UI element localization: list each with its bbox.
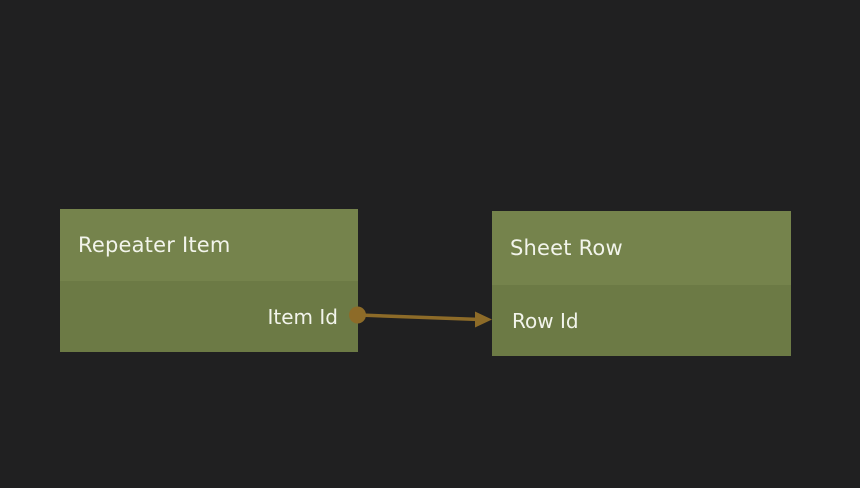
connection-arrowhead-icon (475, 311, 492, 328)
output-port-dot[interactable] (349, 306, 366, 324)
field-label: Row Id (512, 308, 579, 333)
connection-line[interactable] (358, 313, 481, 322)
node-repeater-item[interactable]: Repeater Item Item Id (60, 209, 358, 352)
node-sheet-row-body: Row Id (492, 285, 791, 356)
node-repeater-item-body: Item Id (60, 281, 358, 352)
node-title: Sheet Row (510, 236, 623, 260)
field-label: Item Id (267, 304, 338, 329)
field-row-id[interactable]: Row Id (492, 285, 791, 356)
field-item-id[interactable]: Item Id (60, 281, 358, 352)
node-repeater-item-header[interactable]: Repeater Item (60, 209, 358, 281)
node-title: Repeater Item (78, 233, 231, 257)
node-sheet-row-header[interactable]: Sheet Row (492, 211, 791, 285)
node-sheet-row[interactable]: Sheet Row Row Id (492, 211, 791, 356)
